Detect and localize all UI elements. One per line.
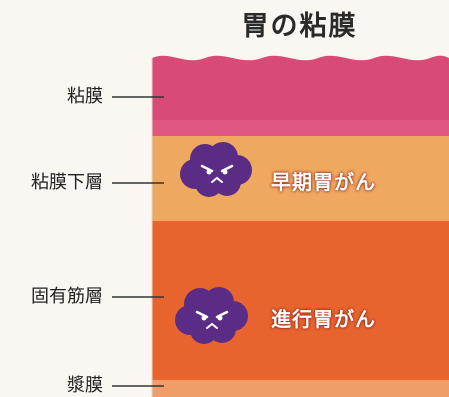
label-submucosa: 粘膜下層	[31, 172, 103, 193]
label-muscularis: 固有筋層	[31, 286, 103, 307]
layer-mucosa	[152, 55, 449, 136]
label-serosa: 漿膜	[67, 375, 103, 396]
mucosa-shade	[152, 120, 449, 136]
label-early-gastric-cancer: 早期胃がん	[271, 170, 376, 194]
label-mucosa: 粘膜	[67, 86, 103, 107]
label-advanced-gastric-cancer: 進行胃がん	[271, 307, 376, 331]
angry-cloud-icon	[180, 142, 252, 197]
page-title: 胃の粘膜	[241, 11, 358, 42]
angry-cloud-icon	[175, 287, 248, 344]
layer-serosa	[152, 380, 449, 397]
